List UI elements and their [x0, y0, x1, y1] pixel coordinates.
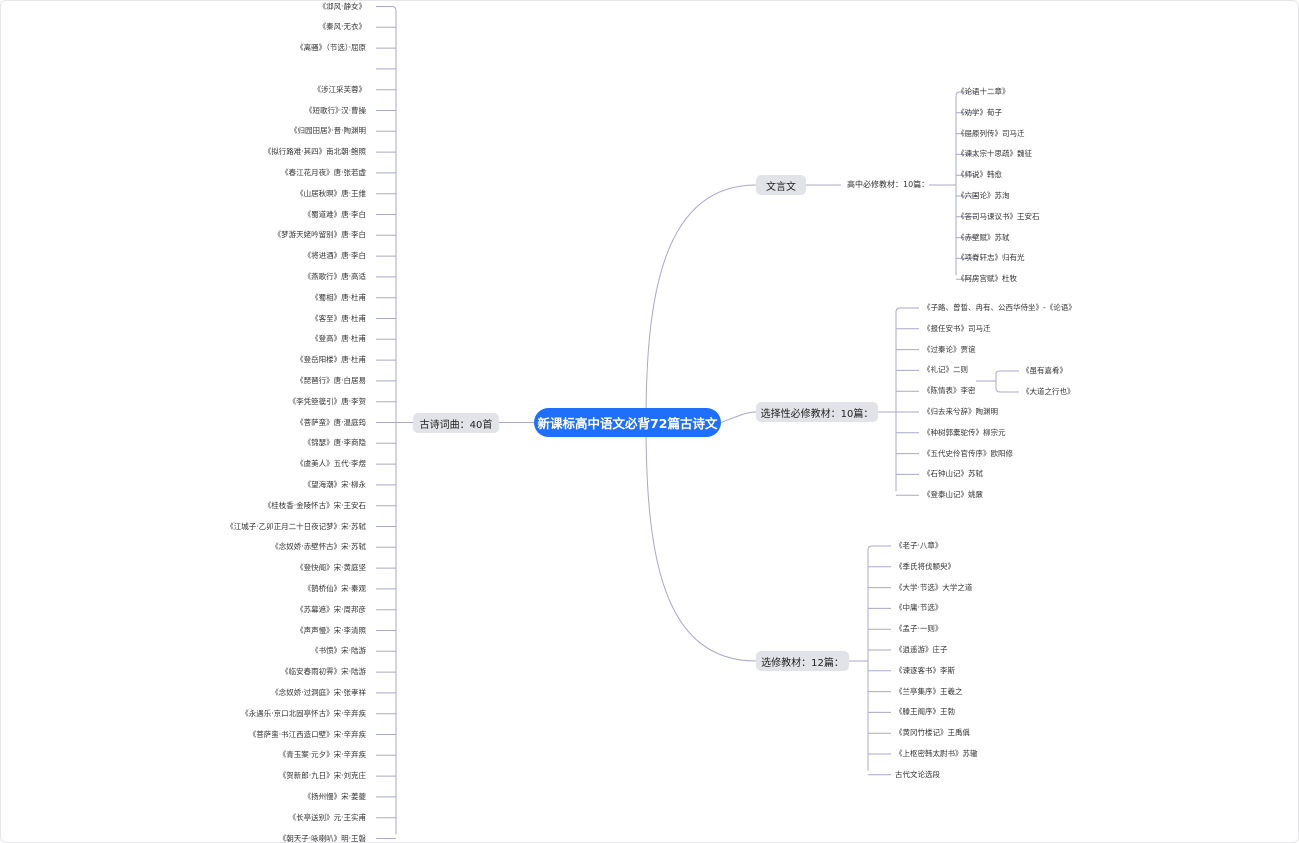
- list-item[interactable]: 《梦游天姥吟留别》唐·李白: [273, 230, 366, 240]
- list-item[interactable]: 《书愤》宋·陆游: [311, 646, 366, 656]
- list-item[interactable]: 《陈情表》李密: [923, 386, 976, 396]
- list-item[interactable]: 《论语十二章》: [957, 87, 1010, 96]
- root-node[interactable]: 新课标高中语文必背72篇古诗文: [534, 408, 721, 437]
- list-item[interactable]: 《扬州慢》宋·姜夔: [303, 791, 366, 801]
- list-item[interactable]: 《大学·节选》大学之道: [895, 582, 973, 592]
- list-item[interactable]: 《谏太宗十思疏》魏征: [957, 149, 1032, 159]
- list-item[interactable]: 《过秦论》贾谊: [923, 344, 976, 354]
- list-item[interactable]: 《归去来兮辞》陶渊明: [923, 407, 998, 416]
- list-item[interactable]: 《屈原列传》司马迁: [957, 128, 1025, 138]
- connector-root-b3: [645, 422, 757, 662]
- list-item[interactable]: 《朝天子·咏喇叭》明·王磐: [278, 833, 366, 843]
- list-item[interactable]: 《登高》唐·杜甫: [311, 334, 366, 344]
- list-item[interactable]: 《兰亭集序》王羲之: [895, 686, 963, 696]
- branch-classical-prose[interactable]: 文言文: [756, 175, 806, 195]
- list-item[interactable]: 《念奴娇·赤壁怀古》宋·苏轼: [271, 542, 366, 552]
- leaf-tick: [376, 6, 397, 11]
- list-item[interactable]: 《长亭送别》元·王实甫: [288, 812, 366, 822]
- list-item[interactable]: 《苏幕遮》宋·周邦彦: [296, 604, 366, 614]
- list-item[interactable]: 《锦瑟》唐·李商隐: [303, 438, 366, 448]
- list-item[interactable]: 《六国论》苏洵: [957, 191, 1010, 200]
- list-item[interactable]: 《声声慢》宋·李清照: [296, 625, 366, 635]
- list-item[interactable]: 《鹊桥仙》宋·秦观: [303, 583, 366, 593]
- list-item[interactable]: 《子路、曾皙、冉有、公西华侍坐》-《论语》: [923, 303, 1076, 312]
- compulsory-textbook-node[interactable]: 高中必修教材：10篇：: [847, 180, 930, 189]
- list-item[interactable]: 《逍遥游》庄子: [895, 645, 948, 654]
- list-item[interactable]: 《孟子·一则》: [895, 624, 943, 634]
- list-item[interactable]: 《礼记》二则: [923, 365, 968, 375]
- list-item[interactable]: 古代文论选段: [895, 769, 940, 779]
- list-item[interactable]: 《谏逐客书》李斯: [895, 665, 955, 675]
- branch-ancient-poems[interactable]: 古诗词曲：40首: [413, 413, 499, 433]
- list-item[interactable]: 《客至》唐·杜甫: [311, 313, 366, 323]
- list-item[interactable]: 《五代史伶官传序》欧阳修: [923, 448, 1013, 458]
- list-item[interactable]: 《望海潮》宋·柳永: [303, 479, 366, 489]
- list-item[interactable]: 《登岳阳楼》唐·杜甫: [296, 355, 366, 365]
- leaf-tick: [955, 91, 977, 97]
- list-item[interactable]: 《上枢密韩太尉书》苏辙: [895, 749, 978, 758]
- list-item[interactable]: 《阿房宫赋》杜牧: [957, 274, 1017, 284]
- list-item[interactable]: 《江城子·乙卯正月二十日夜记梦》宋·苏轼: [226, 521, 366, 531]
- list-item[interactable]: 《中庸·节选》: [895, 603, 943, 613]
- list-item[interactable]: 《归园田居》·晋·陶渊明: [289, 126, 366, 136]
- list-item[interactable]: 《春江花月夜》唐·张若虚: [281, 167, 366, 177]
- list-item[interactable]: 《菩萨蛮》唐·温庭筠: [296, 417, 366, 427]
- list-item[interactable]: 《菩萨蛮·书江西造口壁》宋·辛弃疾: [248, 729, 366, 739]
- list-item[interactable]: 《种树郭橐驼传》柳宗元: [923, 427, 1006, 437]
- list-item[interactable]: 《琵琶行》唐·白居易: [296, 375, 366, 385]
- list-item[interactable]: 《邶风·静女》: [318, 1, 366, 11]
- list-item[interactable]: 《黄冈竹楼记》王禹偁: [895, 728, 970, 738]
- list-item[interactable]: 《季氏将伐颛臾》: [895, 561, 955, 571]
- list-item[interactable]: 《涉江采芙蓉》: [313, 84, 367, 94]
- list-item[interactable]: 《青玉案·元夕》宋·辛弃疾: [278, 750, 366, 760]
- list-item[interactable]: 《劝学》荀子: [957, 107, 1002, 117]
- list-item[interactable]: 《滕王阁序》王勃: [895, 707, 955, 717]
- list-item[interactable]: 《临安春雨初霁》宋·陆游: [281, 667, 366, 677]
- list-item[interactable]: 《项脊轩志》归有光: [957, 253, 1025, 263]
- list-item[interactable]: 《念奴娇·过洞庭》宋·张孝祥: [271, 687, 366, 697]
- list-item[interactable]: 《登快阁》宋·黄庭坚: [296, 563, 366, 573]
- list-item[interactable]: 《虞美人》五代·李煜: [296, 459, 366, 469]
- list-item[interactable]: 《赤壁赋》苏轼: [957, 232, 1010, 242]
- list-item[interactable]: 《虽有嘉肴》: [1022, 366, 1067, 375]
- leaf-tick: [867, 545, 891, 551]
- liji-tick: [995, 370, 1019, 375]
- list-item[interactable]: 《李凭箜篌引》唐·李贺: [288, 396, 366, 406]
- list-item[interactable]: 《蜀道难》唐·李白: [303, 209, 366, 219]
- list-item[interactable]: 《蜀相》唐·杜甫: [311, 292, 366, 302]
- connector-root-b2: [720, 411, 757, 423]
- leaf-tick: [895, 307, 919, 313]
- list-item[interactable]: 《离骚》（节选）·屈原: [296, 43, 366, 53]
- list-item[interactable]: 《报任安书》司马迁: [923, 323, 991, 333]
- list-item[interactable]: 《拟行路难·其四》南北朝·鲍照: [263, 147, 366, 157]
- list-item[interactable]: 《大道之行也》: [1022, 387, 1075, 396]
- list-item[interactable]: 《师说》韩愈: [957, 170, 1002, 180]
- list-item[interactable]: 《将进酒》唐·李白: [303, 251, 366, 261]
- branch-selective-compulsory[interactable]: 选择性必修教材：10篇：: [756, 402, 878, 422]
- list-item[interactable]: 《贺新郎·九日》宋·刘克庄: [278, 771, 366, 781]
- list-item[interactable]: 《答司马谏议书》王安石: [957, 211, 1040, 221]
- list-item[interactable]: 《燕歌行》唐·高适: [303, 271, 366, 281]
- liji-tick: [995, 387, 1019, 393]
- list-item[interactable]: 《短歌行》·汉·曹操: [304, 105, 366, 115]
- connector-root-b1: [645, 184, 757, 423]
- list-item[interactable]: 《石钟山记》苏轼: [923, 469, 983, 479]
- list-item[interactable]: 《秦风·无衣》: [318, 22, 366, 32]
- list-item[interactable]: 《登泰山记》姚鼐: [923, 490, 983, 500]
- branch-elective[interactable]: 选修教材：12篇：: [756, 651, 849, 671]
- list-item[interactable]: 《桂枝香·金陵怀古》宋·王安石: [263, 500, 366, 510]
- list-item[interactable]: 《永遇乐·京口北固亭怀古》宋·辛弃疾: [241, 708, 366, 718]
- list-item[interactable]: 《山居秋暝》唐·王维: [296, 188, 366, 198]
- list-item[interactable]: 《老子·八章》: [895, 541, 943, 550]
